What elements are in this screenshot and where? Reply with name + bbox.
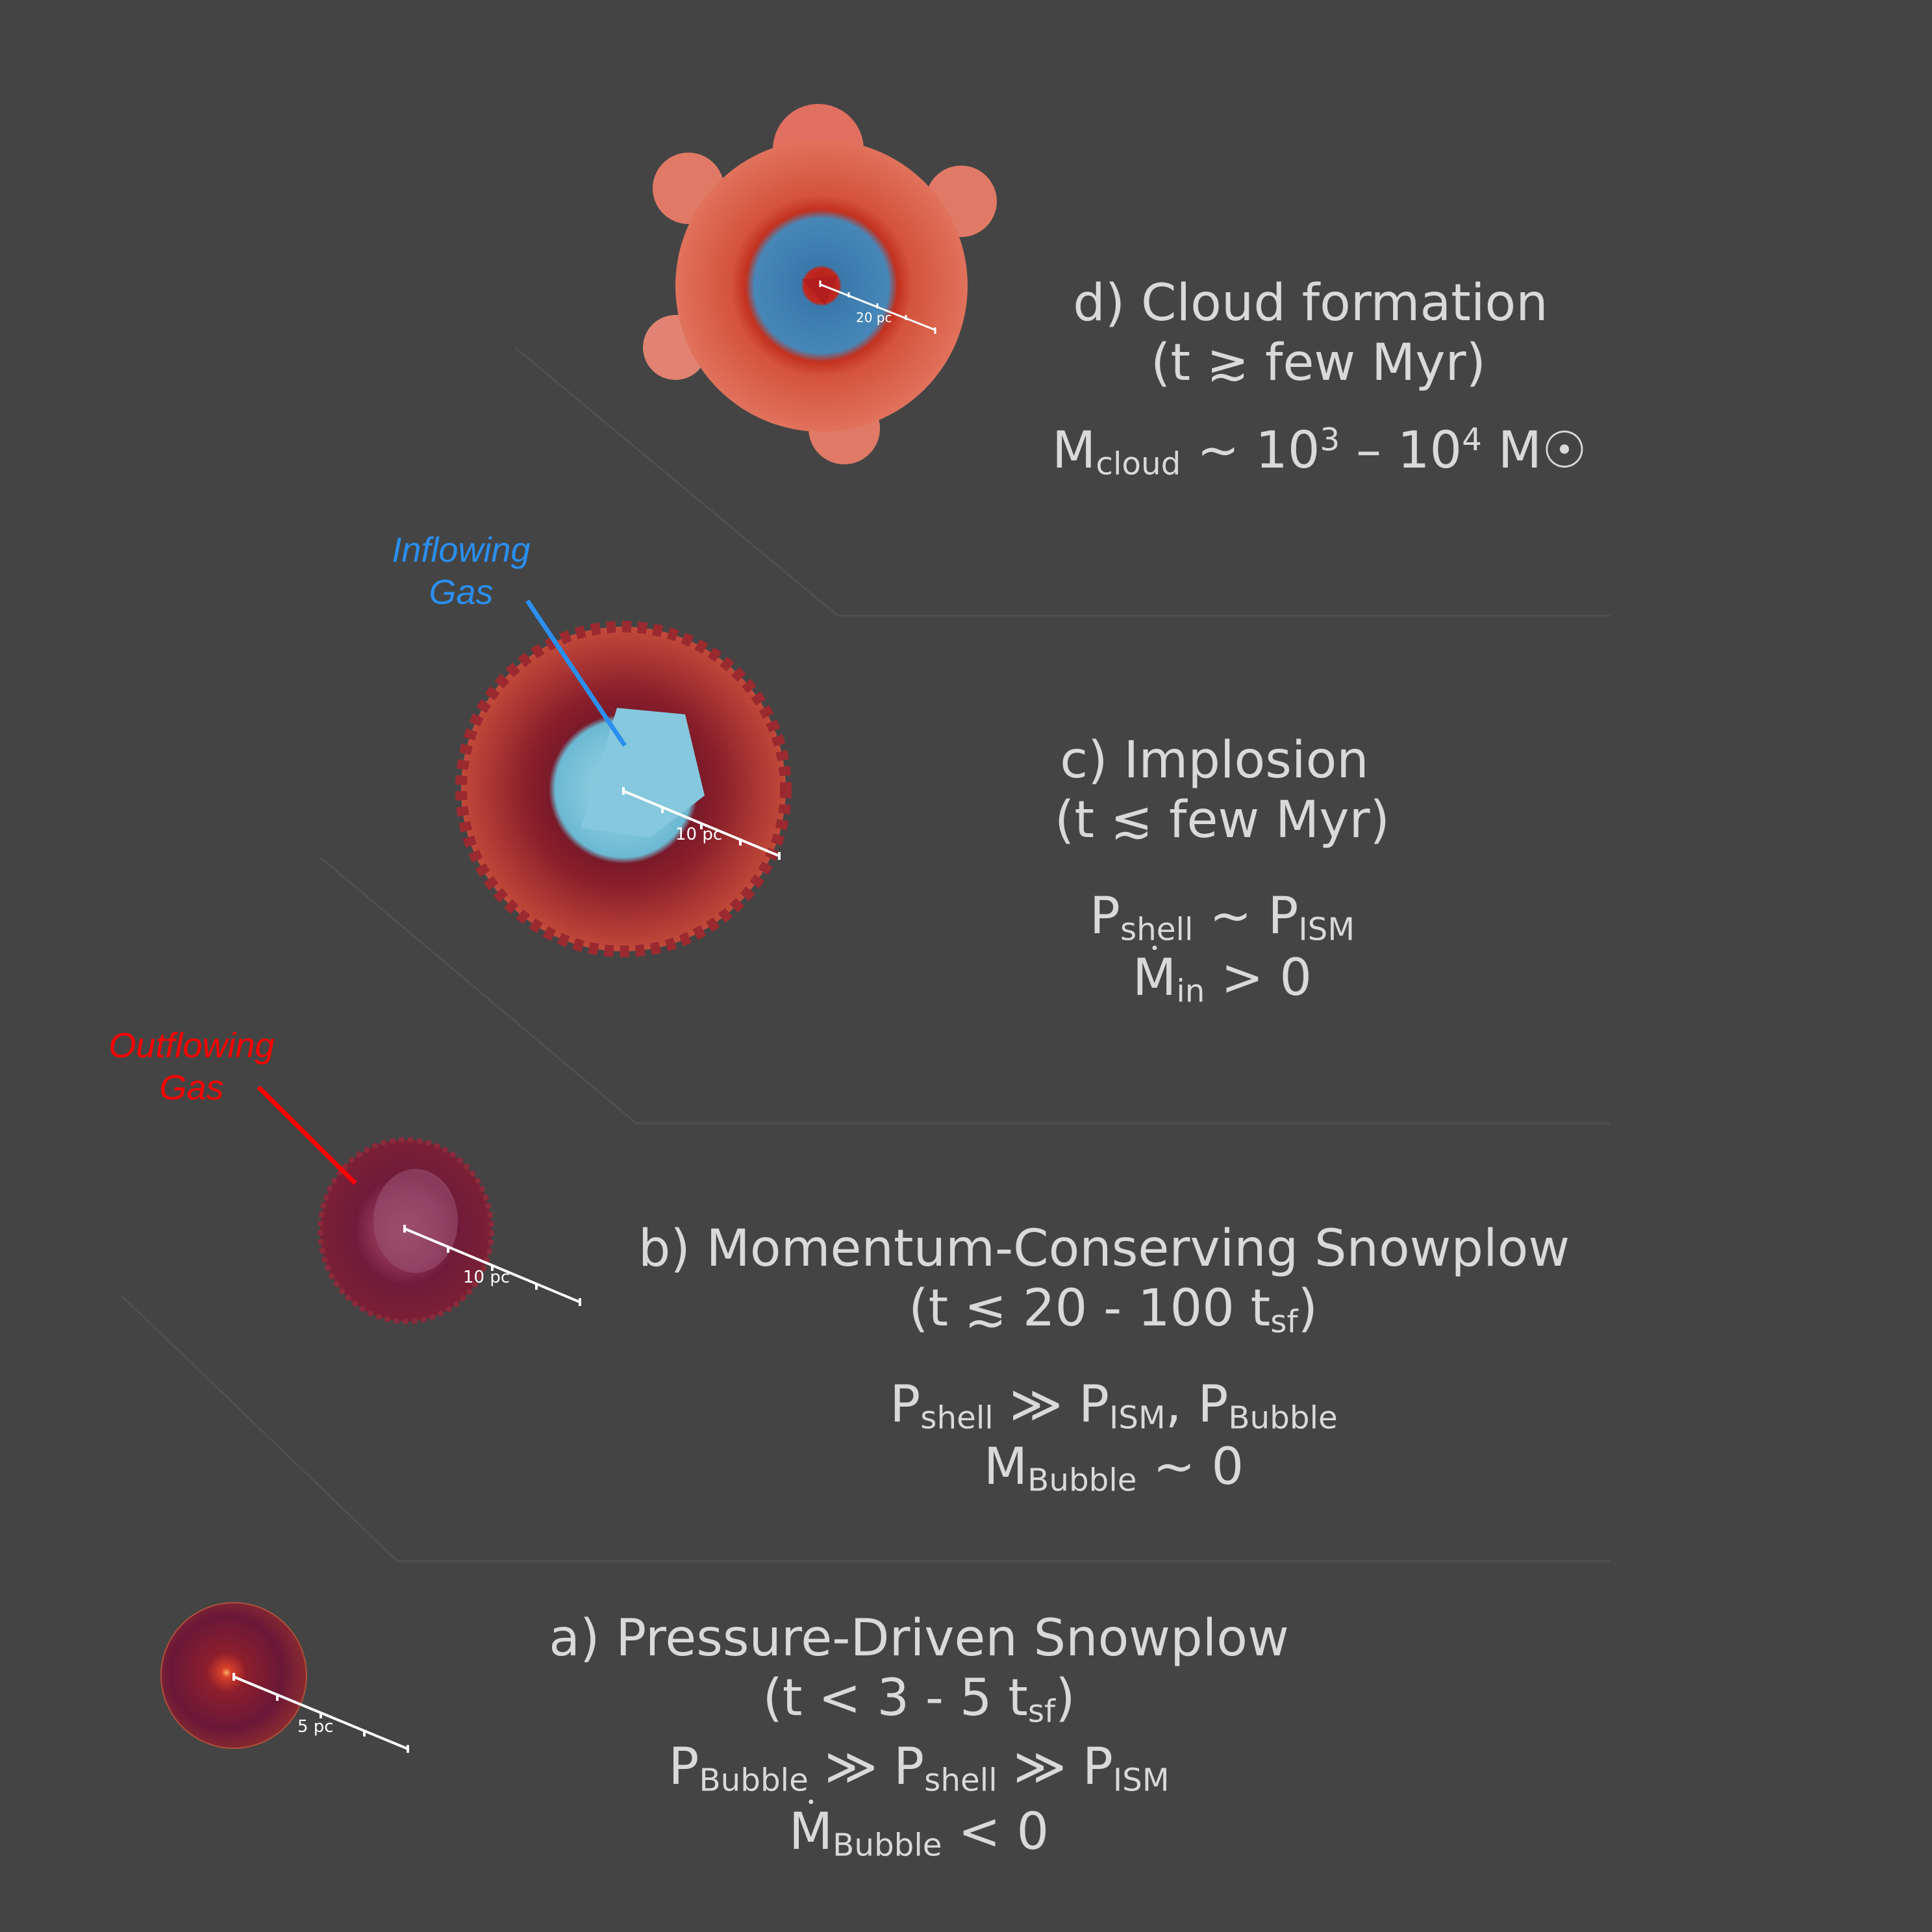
stage-a-title: a) Pressure-Driven Snowplow xyxy=(549,1609,1289,1668)
subscript-sf: sf xyxy=(1270,1303,1298,1340)
stage-b-pressure-condition: Pshell ≫ PISM, PBubble xyxy=(890,1379,1338,1434)
separator-b-a xyxy=(120,1294,1611,1562)
subscript-ism: ISM xyxy=(1298,911,1355,948)
text: < 0 xyxy=(942,1803,1049,1861)
symbol-P: P xyxy=(890,1375,921,1434)
scale-label-c: 10 pc xyxy=(675,825,723,844)
inflowing-label-line1: Inflowing xyxy=(392,531,531,570)
stage-b-title: b) Momentum-Conserving Snowplow xyxy=(638,1220,1570,1278)
outflowing-label-line2: Gas xyxy=(159,1068,224,1107)
stage-a-time: (t < 3 - 5 tsf) xyxy=(763,1673,1075,1727)
scale-label-d: 20 pc xyxy=(856,310,892,325)
text: ) xyxy=(1298,1279,1318,1338)
symbol-M-dot: M xyxy=(788,1803,833,1861)
scale-bar-b xyxy=(403,1225,581,1306)
subscript-shell: shell xyxy=(1120,911,1194,948)
subscript-shell: shell xyxy=(920,1399,994,1436)
exponent-3: 3 xyxy=(1320,421,1340,458)
inflowing-label-line2: Gas xyxy=(429,572,494,612)
scale-label-b: 10 pc xyxy=(463,1268,510,1287)
stage-c-title: c) Implosion xyxy=(1060,731,1369,790)
subscript-ism: ISM xyxy=(1112,1762,1170,1799)
stage-a-mass-condition: MBubble < 0 xyxy=(788,1803,1049,1861)
inflow-pointer xyxy=(525,599,627,747)
stage-c-time: (t ≲ few Myr) xyxy=(1055,791,1390,849)
stage-b-time: (t ≲ 20 - 100 tsf) xyxy=(909,1283,1318,1338)
subscript-cloud: cloud xyxy=(1096,445,1181,483)
text: ) xyxy=(1055,1669,1075,1727)
separator-c-b xyxy=(320,856,1611,1125)
stage-d-mass-condition: Mcloud ~ 103 – 104 M☉ xyxy=(1052,424,1587,480)
subscript-in: in xyxy=(1176,973,1205,1010)
text: ~ 0 xyxy=(1136,1438,1244,1496)
subscript-bubble: Bubble xyxy=(699,1762,809,1799)
symbol-P: P xyxy=(1089,887,1120,946)
outflowing-gas-label: Outflowing Gas xyxy=(108,1025,274,1109)
symbol-P: P xyxy=(1082,1738,1113,1796)
subscript-shell: shell xyxy=(924,1762,997,1799)
text: , xyxy=(1165,1375,1198,1434)
stage-a-pressure-condition: PBubble ≫ Pshell ≫ PISM xyxy=(668,1742,1169,1796)
symbol-M-dot: M xyxy=(1133,949,1177,1007)
stage-c-inflow-condition: Min > 0 xyxy=(1133,949,1312,1007)
scale-bar-a xyxy=(232,1673,409,1753)
stage-b-mass-condition: MBubble ~ 0 xyxy=(984,1442,1244,1496)
subscript-sf: sf xyxy=(1027,1693,1056,1730)
scale-bar-d xyxy=(819,281,936,334)
text: – 10 xyxy=(1340,421,1462,480)
symbol-P: P xyxy=(1078,1375,1110,1434)
operator: ~ xyxy=(1193,887,1268,946)
text: > 0 xyxy=(1205,949,1312,1007)
symbol-P: P xyxy=(1198,1375,1229,1434)
subscript-bubble: Bubble xyxy=(833,1827,942,1864)
stage-c-pressure-condition: Pshell ~ PISM xyxy=(1090,891,1355,946)
symbol-M: M xyxy=(983,1438,1028,1496)
symbol-P: P xyxy=(894,1738,925,1796)
operator: ≫ xyxy=(997,1738,1083,1796)
symbol-P: P xyxy=(668,1738,699,1796)
stage-d-time: (t ≳ few Myr) xyxy=(1151,334,1486,392)
subscript-ism: ISM xyxy=(1109,1399,1166,1436)
subscript-bubble: Bubble xyxy=(1228,1399,1338,1436)
outflowing-label-line1: Outflowing xyxy=(108,1026,275,1065)
outflow-pointer xyxy=(257,1085,357,1185)
subscript-bubble: Bubble xyxy=(1027,1462,1137,1499)
solar-mass-symbol: M☉ xyxy=(1481,421,1587,480)
stage-d-title: d) Cloud formation xyxy=(1073,274,1548,332)
text: ~ 10 xyxy=(1181,421,1320,480)
scale-bar-c xyxy=(622,787,781,860)
operator: ≫ xyxy=(808,1738,894,1796)
exponent-4: 4 xyxy=(1462,421,1482,458)
scale-label-a: 5 pc xyxy=(297,1717,334,1737)
inflowing-gas-label: Inflowing Gas xyxy=(392,529,530,614)
operator: ≫ xyxy=(993,1375,1079,1434)
symbol-P: P xyxy=(1268,887,1299,946)
text: (t < 3 - 5 t xyxy=(762,1669,1028,1727)
separator-d-c xyxy=(514,346,1611,617)
symbol-M: M xyxy=(1052,421,1096,480)
text: (t ≲ 20 - 100 t xyxy=(909,1279,1271,1338)
